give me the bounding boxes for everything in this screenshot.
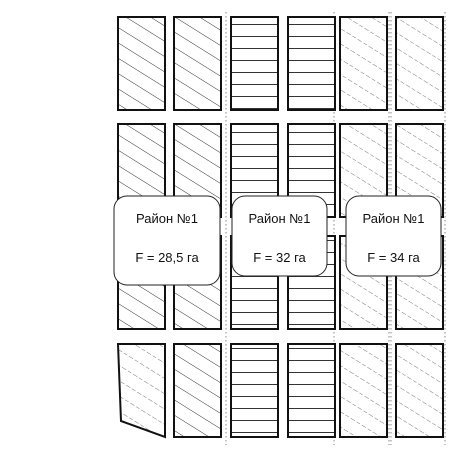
city-block-r4-c1: [116, 343, 166, 439]
city-block-r4-c2: [173, 343, 222, 438]
city-block-r1-c5: [339, 16, 388, 111]
district-label-1: Район №1 F = 28,5 га: [113, 195, 221, 286]
district-label-2: Район №1 F = 32 га: [231, 195, 328, 277]
label-box: [231, 195, 328, 277]
district-area: F = 34 га: [367, 250, 420, 265]
district-label-3: Район №1 F = 34 га: [345, 195, 442, 277]
district-name: Район №1: [136, 211, 198, 226]
city-block-r1-c2: [173, 16, 222, 111]
city-block-r1-c1: [117, 16, 166, 111]
district-name: Район №1: [249, 211, 311, 226]
city-block-r1-c3: [230, 16, 279, 111]
city-block-r1-c6: [395, 16, 444, 111]
city-block-r4-c6: [395, 343, 444, 438]
district-name: Район №1: [363, 211, 425, 226]
label-box: [113, 195, 221, 286]
city-block-r4-c4: [287, 343, 336, 438]
city-block-r1-c4: [287, 16, 336, 111]
city-block-r4-c5: [339, 343, 388, 438]
city-block-r4-c3: [230, 343, 279, 438]
label-box: [345, 195, 442, 277]
district-area: F = 28,5 га: [135, 250, 199, 265]
district-area: F = 32 га: [253, 250, 306, 265]
